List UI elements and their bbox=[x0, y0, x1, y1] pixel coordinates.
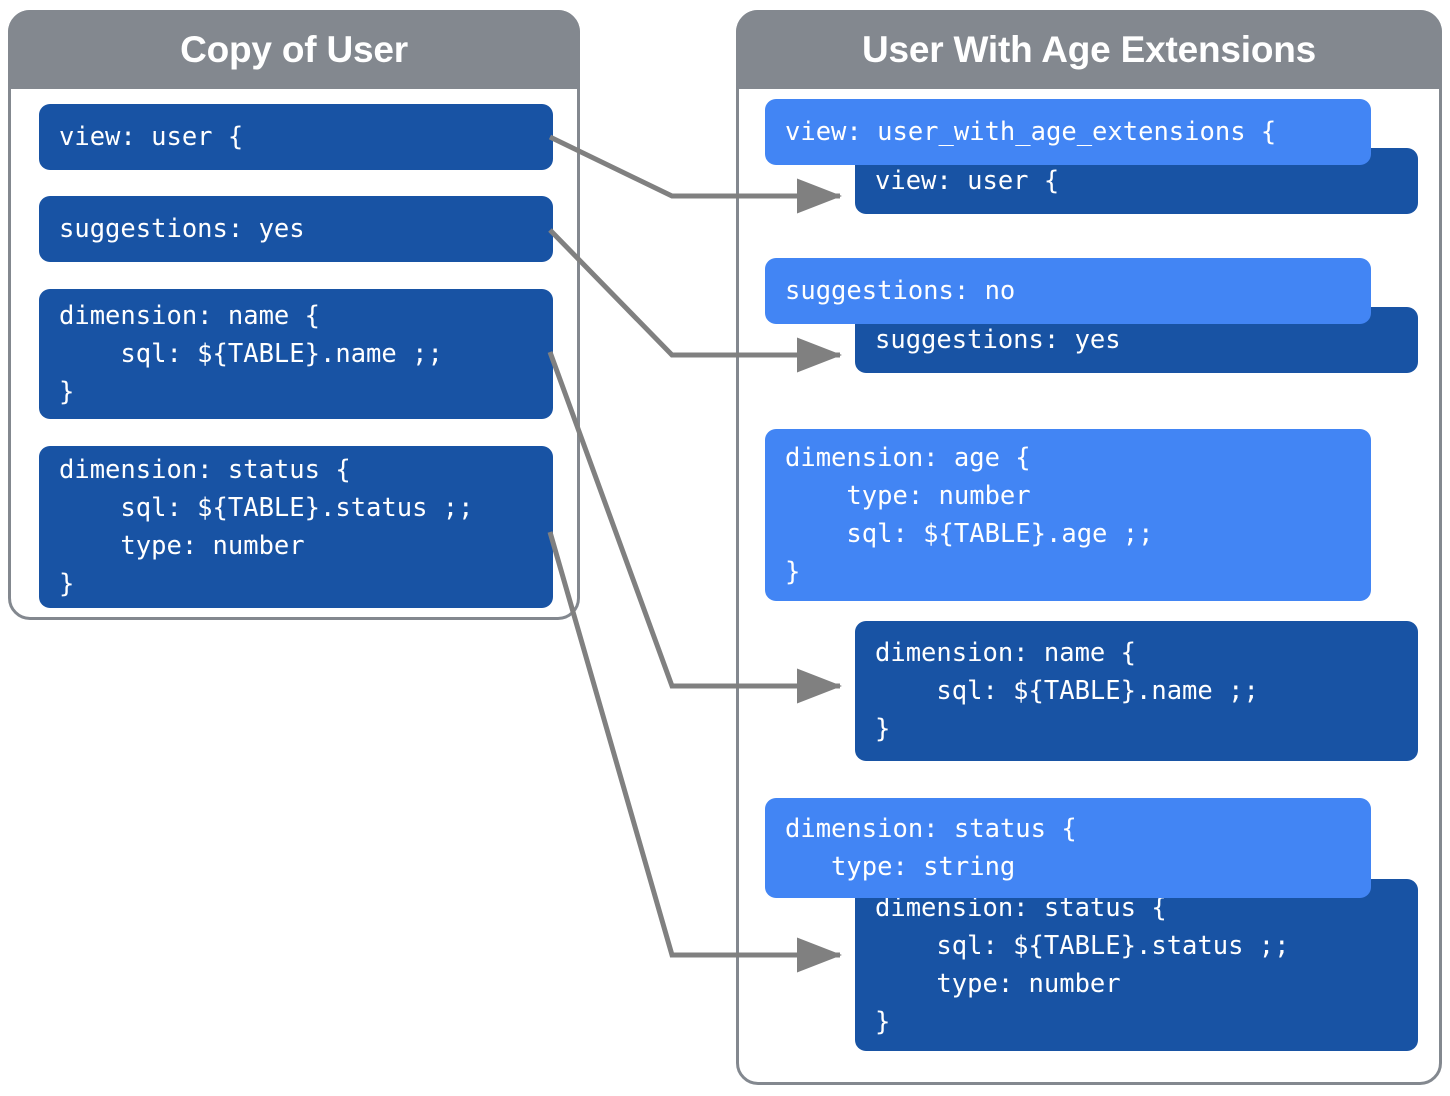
code-text-right-dimension-age: dimension: age { type: number sql: ${TAB… bbox=[785, 443, 1154, 587]
code-text-left-suggestions: suggestions: yes bbox=[59, 214, 305, 244]
code-text-left-view: view: user { bbox=[59, 122, 244, 152]
code-text-right-suggestions-no: suggestions: no bbox=[785, 276, 1016, 306]
code-text-right-dimension-status-dark: dimension: status { sql: ${TABLE}.status… bbox=[875, 893, 1290, 1037]
code-block-left-dimension-name: dimension: name { sql: ${TABLE}.name ;; … bbox=[39, 289, 553, 419]
code-block-left-suggestions: suggestions: yes bbox=[39, 196, 553, 262]
code-block-right-dimension-status-light: dimension: status { type: string bbox=[765, 798, 1371, 898]
code-block-right-dimension-name: dimension: name { sql: ${TABLE}.name ;; … bbox=[855, 621, 1418, 761]
code-block-right-dimension-status-dark: dimension: status { sql: ${TABLE}.status… bbox=[855, 879, 1418, 1051]
code-block-right-dimension-age: dimension: age { type: number sql: ${TAB… bbox=[765, 429, 1371, 601]
panel-copy-of-user: Copy of User view: user { suggestions: y… bbox=[8, 10, 580, 620]
panel-copy-of-user-header: Copy of User bbox=[8, 10, 580, 89]
code-block-right-suggestions-no: suggestions: no bbox=[765, 258, 1371, 324]
code-text-right-view-extension: view: user_with_age_extensions { bbox=[785, 117, 1277, 147]
panel-user-with-age-extensions-header: User With Age Extensions bbox=[736, 10, 1442, 89]
panel-user-with-age-extensions: User With Age Extensions view: user_with… bbox=[736, 10, 1442, 1085]
panel-copy-of-user-title: Copy of User bbox=[180, 28, 408, 70]
code-text-left-dimension-name: dimension: name { sql: ${TABLE}.name ;; … bbox=[59, 301, 443, 407]
code-text-right-dimension-name: dimension: name { sql: ${TABLE}.name ;; … bbox=[875, 638, 1259, 744]
code-block-left-dimension-status: dimension: status { sql: ${TABLE}.status… bbox=[39, 446, 553, 608]
code-text-right-dimension-status-light: dimension: status { type: string bbox=[785, 814, 1077, 882]
code-text-right-view-user: view: user { bbox=[875, 166, 1060, 196]
code-block-left-view: view: user { bbox=[39, 104, 553, 170]
code-block-right-view-extension: view: user_with_age_extensions { bbox=[765, 99, 1371, 165]
panel-user-with-age-extensions-title: User With Age Extensions bbox=[861, 28, 1317, 70]
code-text-right-suggestions-yes: suggestions: yes bbox=[875, 325, 1121, 355]
code-text-left-dimension-status: dimension: status { sql: ${TABLE}.status… bbox=[59, 455, 474, 599]
